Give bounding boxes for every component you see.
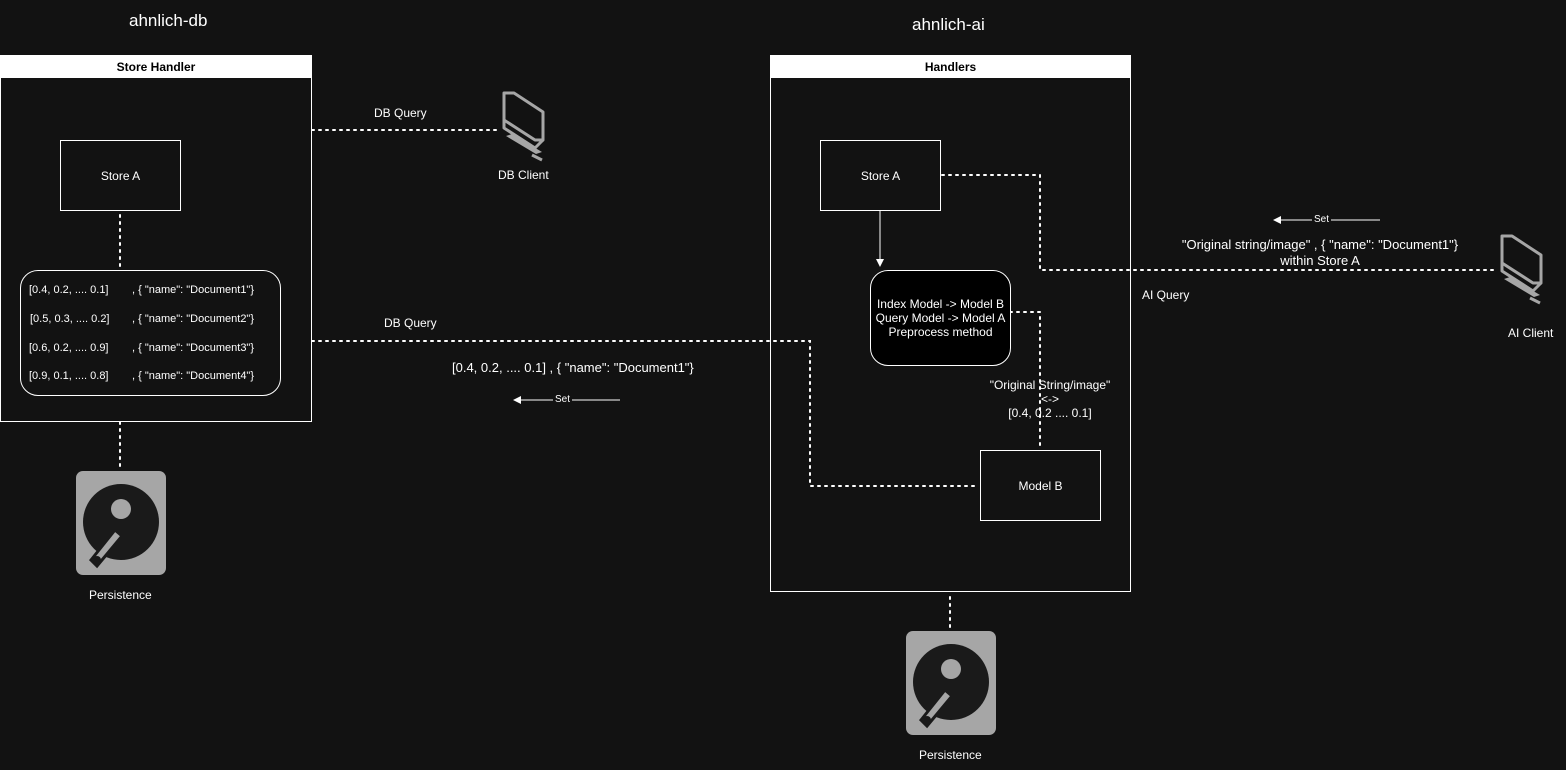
db-row-1-vector: [0.4, 0.2, .... 0.1] [29,284,109,296]
ai-model-info-to-model-link [1009,311,1041,451]
ai-store-a: Store A [820,140,941,211]
ai-mapping-line-3: [0.4, 0.2 .... 0.1] [1008,406,1092,420]
db-store-rows [20,270,281,396]
db-client-computer-icon [502,91,545,162]
ai-store-to-client-link [941,174,1499,271]
ai-model-info: Index Model -> Model B Query Model -> Mo… [870,270,1011,366]
db-row-3-vector: [0.6, 0.2, .... 0.9] [29,342,109,354]
ai-model-info-line-2: Query Model -> Model A [875,311,1006,325]
ai-mapping-label: "Original String/image" <-> [0.4, 0.2 ..… [980,378,1120,420]
db-query-top-label: DB Query [374,106,427,120]
ai-title: ahnlich-ai [912,15,985,34]
db-client-label: DB Client [498,168,549,182]
ai-store-a-label: Store A [860,168,901,183]
ai-set-payload: "Original string/image" , { "name": "Doc… [1160,237,1480,269]
db-persistence-label: Persistence [89,588,152,602]
ai-client-computer-icon [1500,234,1543,305]
db-set-payload: [0.4, 0.2, .... 0.1] , { "name": "Docume… [452,360,694,375]
db-row-1-meta: , { "name": "Document1"} [132,284,255,296]
db-row-4-meta: , { "name": "Document4"} [132,370,255,382]
db-row-2-vector: [0.5, 0.3, .... 0.2] [30,313,110,325]
ai-model-b-label: Model B [1018,478,1063,493]
db-title: ahnlich-db [129,11,208,30]
handlers-container: Handlers [770,55,1131,592]
store-handler-label: Store Handler [1,56,311,78]
db-query-mid-label: DB Query [384,316,437,330]
ai-persistence-label: Persistence [919,748,982,762]
ai-model-info-line-1: Index Model -> Model B [876,297,1005,311]
ai-set-payload-line-1: "Original string/image" , { "name": "Doc… [1181,237,1459,252]
db-row-2-meta: , { "name": "Document2"} [132,313,255,325]
db-hard-disk-icon [76,471,166,575]
handlers-label: Handlers [771,56,1130,78]
ai-model-b: Model B [980,450,1101,521]
ai-set-label: Set [1312,214,1332,225]
db-query-to-model-link [311,340,979,487]
ai-model-info-line-3: Preprocess method [888,325,993,339]
db-store-a: Store A [60,140,181,211]
ai-mapping-line-1: "Original String/image" [989,378,1111,392]
db-store-a-label: Store A [100,168,141,183]
ai-query-label: AI Query [1142,288,1190,302]
ai-client-label: AI Client [1508,326,1554,340]
ai-mapping-line-2: <-> [1040,392,1059,406]
store-handler-container: Store Handler [0,55,312,422]
db-set-label: Set [553,394,573,405]
ai-hard-disk-icon [906,631,996,735]
db-row-3-meta: , { "name": "Document3"} [132,342,255,354]
db-row-4-vector: [0.9, 0.1, .... 0.8] [29,370,109,382]
ai-set-payload-line-2: within Store A [1280,253,1360,268]
